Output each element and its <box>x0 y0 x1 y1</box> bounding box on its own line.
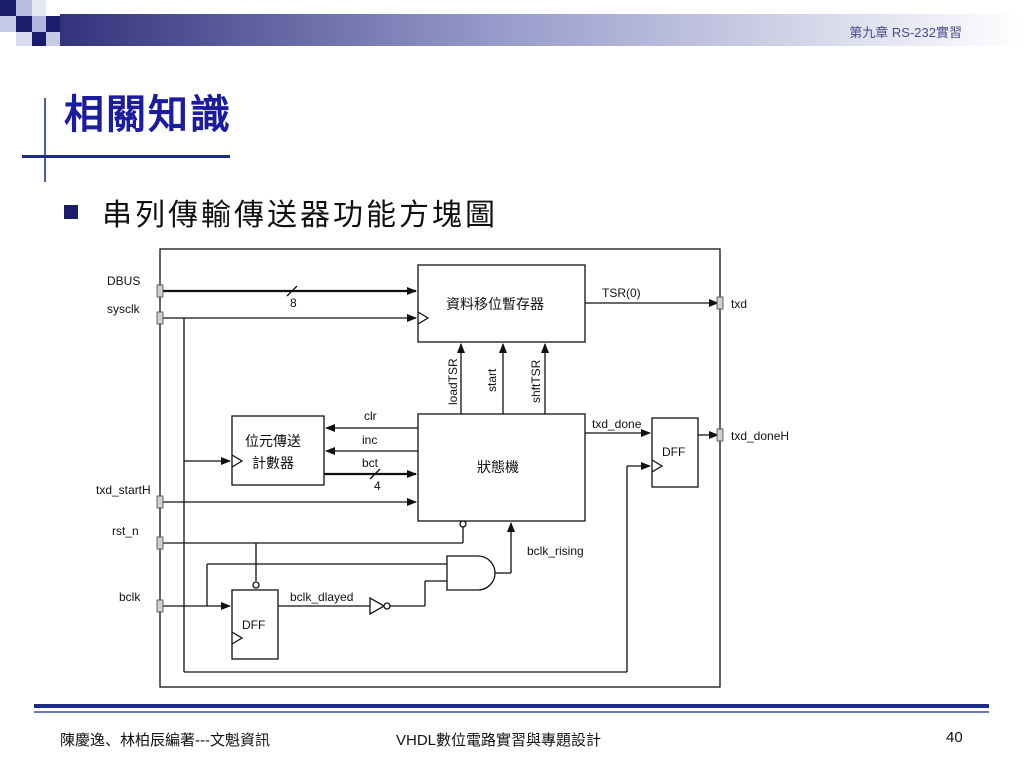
bus-width-label: 8 <box>290 296 297 310</box>
footer-rule-thin <box>34 711 989 713</box>
dbus-label: DBUS <box>107 274 140 288</box>
inc-label: inc <box>362 433 377 447</box>
tsr0-label: TSR(0) <box>602 286 641 300</box>
bclk-rising-label: bclk_rising <box>527 544 584 558</box>
bct-label: bct <box>362 456 379 470</box>
chapter-label: 第九章 RS-232實習 <box>849 25 962 40</box>
port-sysclk <box>156 311 164 325</box>
page-number: 40 <box>946 729 963 746</box>
port-rst-n <box>156 536 164 550</box>
bullet-square-icon <box>64 205 78 219</box>
port-dbus <box>156 284 164 298</box>
footer-rule-thick <box>34 704 989 708</box>
clr-label: clr <box>364 409 377 423</box>
state-machine-block <box>417 413 586 522</box>
port-txd <box>716 296 724 310</box>
txd-starth-label: txd_startH <box>96 483 151 497</box>
title-horizontal-rule <box>22 155 230 158</box>
footer-authors: 陳慶逸、林柏辰編著---文魁資訊 <box>60 732 270 749</box>
shift-register-label: 資料移位暫存器 <box>446 296 544 312</box>
title-vertical-rule <box>44 98 46 182</box>
dff-top-block <box>651 417 699 488</box>
sysclk-label: sysclk <box>107 302 141 316</box>
bit-counter-block <box>231 415 325 486</box>
port-txd-doneh <box>716 428 724 442</box>
footer-book-title: VHDL數位電路實習與專題設計 <box>396 732 602 749</box>
slide-title: 相關知識 <box>64 91 232 138</box>
rst-n-label: rst_n <box>112 524 139 538</box>
txd-doneh-label: txd_doneH <box>731 429 789 443</box>
diagram-frame <box>159 248 721 688</box>
txd-label: txd <box>731 297 747 311</box>
port-txd-starth <box>156 495 164 509</box>
header-decoration <box>0 0 1024 46</box>
dff-bottom-label: DFF <box>242 618 265 632</box>
bullet-text: 串列傳輸傳送器功能方塊圖 <box>102 198 498 233</box>
start-label: start <box>485 368 499 392</box>
bullet-item: 串列傳輸傳送器功能方塊圖 <box>64 190 498 234</box>
port-bclk <box>156 599 164 613</box>
dff-bottom-block <box>231 589 279 660</box>
bit-counter-label-line2: 計數器 <box>252 455 294 471</box>
bct-width-label: 4 <box>374 479 381 493</box>
bit-counter-label-line1: 位元傳送 <box>245 433 301 449</box>
shfttsr-label: shftTSR <box>529 359 543 403</box>
bclk-dlayed-label: bclk_dlayed <box>290 590 353 604</box>
shift-register-block <box>417 264 586 343</box>
txd-done-label: txd_done <box>592 417 642 431</box>
loadtsr-label: loadTSR <box>446 358 460 405</box>
state-machine-label: 狀態機 <box>477 459 519 475</box>
bclk-label: bclk <box>119 590 141 604</box>
dff-top-label: DFF <box>662 445 685 459</box>
